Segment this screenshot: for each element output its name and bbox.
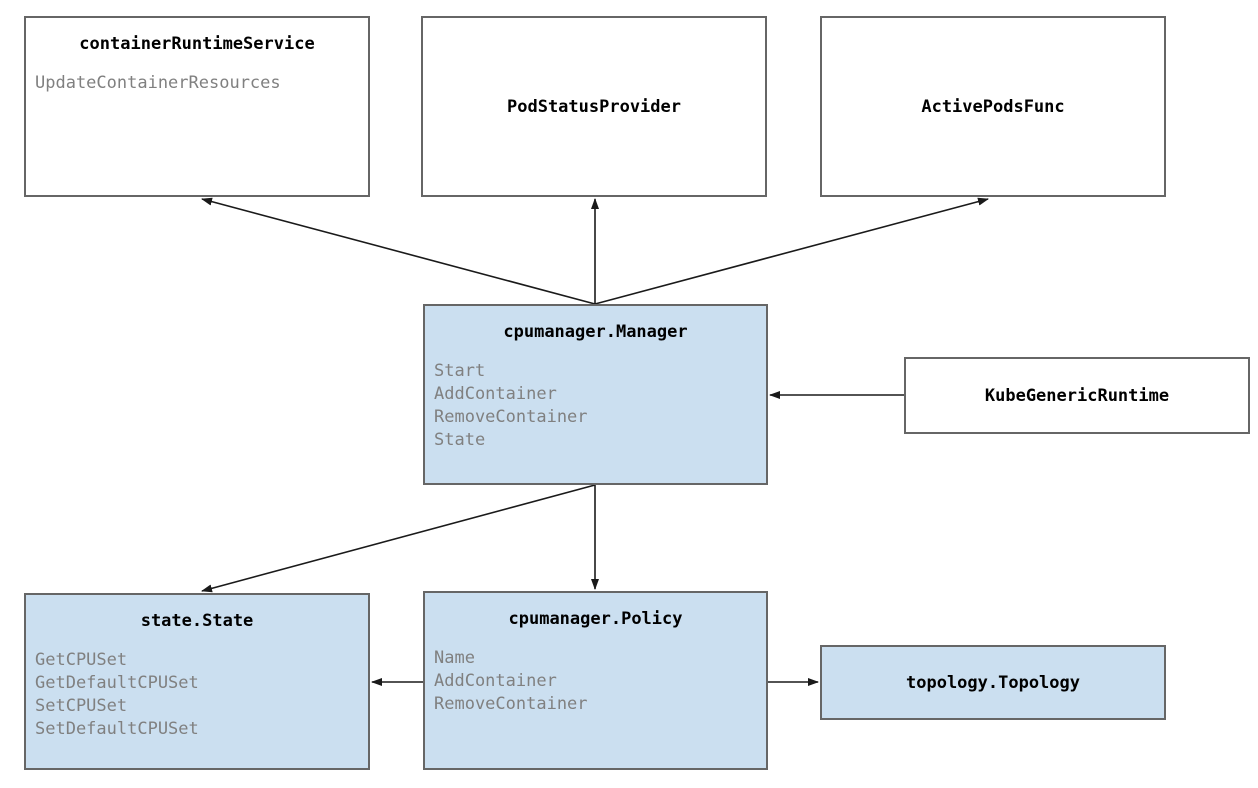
node-member: RemoveContainer (434, 694, 588, 714)
node-member: Name (434, 648, 475, 668)
node-title: state.State (140, 611, 254, 631)
node-title: ActivePodsFunc (921, 96, 1065, 117)
node-member: GetCPUSet (35, 650, 128, 670)
edge-manager-to-active-pods-func (594, 197, 989, 305)
edge-manager-to-container-runtime-service (201, 197, 596, 305)
node-active-pods-func[interactable]: ActivePodsFunc (820, 16, 1166, 197)
node-member: Start (434, 361, 486, 381)
node-member: State (434, 430, 486, 450)
node-title: topology.Topology (906, 672, 1080, 693)
node-member: UpdateContainerResources (35, 73, 281, 93)
node-member: AddContainer (434, 671, 557, 691)
node-member: SetDefaultCPUSet (35, 719, 199, 739)
node-kube-generic-runtime[interactable]: KubeGenericRuntime (904, 357, 1250, 434)
edge-manager-to-state (201, 484, 596, 593)
node-title: KubeGenericRuntime (984, 385, 1170, 406)
node-member: GetDefaultCPUSet (35, 673, 199, 693)
node-member: AddContainer (434, 384, 557, 404)
node-member: RemoveContainer (434, 407, 588, 427)
node-title: PodStatusProvider (507, 96, 681, 117)
node-member-list: UpdateContainerResources (26, 72, 368, 95)
node-topology-topology[interactable]: topology.Topology (820, 645, 1166, 720)
node-member: SetCPUSet (35, 696, 128, 716)
node-title: cpumanager.Manager (503, 322, 688, 342)
node-title: cpumanager.Policy (508, 609, 683, 629)
node-title: containerRuntimeService (79, 34, 315, 54)
node-pod-status-provider[interactable]: PodStatusProvider (421, 16, 767, 197)
